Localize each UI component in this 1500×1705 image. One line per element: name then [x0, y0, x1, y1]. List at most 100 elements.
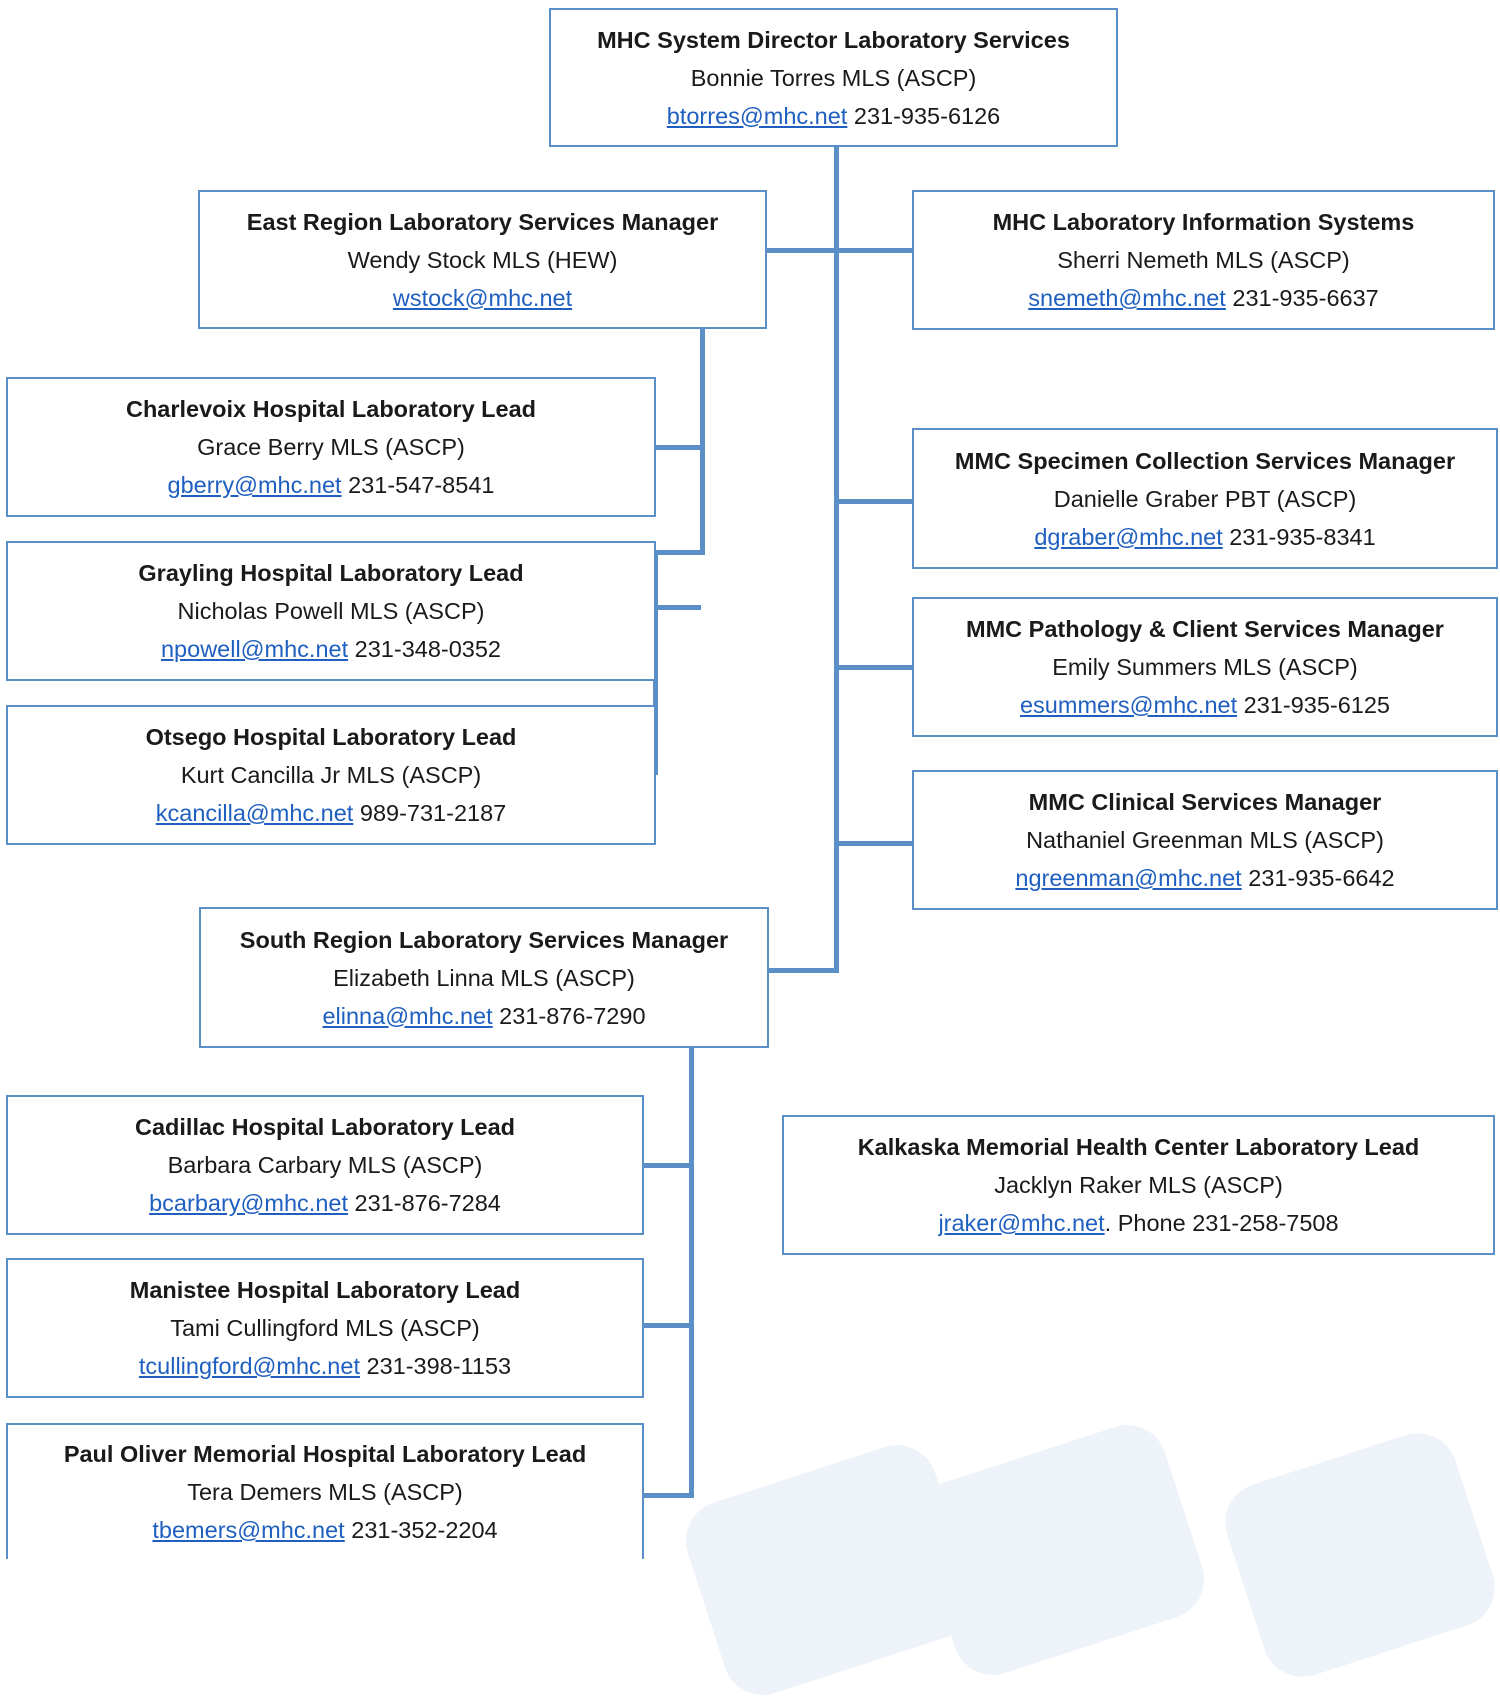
connector-line — [653, 550, 705, 555]
connector-line — [649, 605, 701, 610]
email-link[interactable]: npowell@mhc.net — [160, 636, 349, 662]
email-link[interactable]: btorres@mhc.net — [666, 102, 848, 129]
person-name: Elizabeth Linna MLS (ASCP) — [333, 964, 635, 991]
position-title: Manistee Hospital Laboratory Lead — [129, 1277, 521, 1303]
email-link[interactable]: kcancilla@mhc.net — [155, 800, 354, 826]
position-title: Kalkaska Memorial Health Center Laborato… — [857, 1134, 1420, 1160]
person-name: Nathaniel Greenman MLS (ASCP) — [1026, 827, 1384, 853]
contact-line: tcullingford@mhc.net 231-398-1153 — [8, 1347, 642, 1385]
phone-text: 231-876-7290 — [492, 1002, 646, 1029]
contact-line: esummers@mhc.net 231-935-6125 — [914, 686, 1496, 724]
contact-line: dgraber@mhc.net 231-935-8341 — [914, 518, 1496, 556]
connector-line — [834, 146, 839, 973]
contact-line: jraker@mhc.net. Phone 231-258-7508 — [784, 1204, 1493, 1242]
phone-text: 231-398-1153 — [359, 1353, 512, 1379]
box-pathology: MMC Pathology & Client Services Manager … — [912, 597, 1498, 737]
phone-text: 231-547-8541 — [341, 472, 495, 498]
person-name: Wendy Stock MLS (HEW) — [347, 246, 618, 273]
person-name: Grace Berry MLS (ASCP) — [197, 434, 465, 460]
position-title: East Region Laboratory Services Manager — [246, 208, 719, 235]
connector-line — [643, 1323, 693, 1328]
org-chart: MHC System Director Laboratory Services … — [6, 8, 1500, 1705]
email-link[interactable]: wstock@mhc.net — [392, 284, 573, 311]
position-title: Grayling Hospital Laboratory Lead — [138, 560, 524, 586]
connector-line — [689, 1046, 694, 1498]
watermark-shape — [1214, 1422, 1500, 1688]
phone-text: 989-731-2187 — [353, 800, 507, 826]
email-link[interactable]: gberry@mhc.net — [167, 472, 342, 498]
connector-line — [766, 968, 839, 973]
connector-line — [643, 1163, 693, 1168]
person-name: Emily Summers MLS (ASCP) — [1052, 654, 1358, 680]
person-name: Tera Demers MLS (ASCP) — [187, 1479, 463, 1505]
connector-line — [836, 499, 914, 504]
contact-line: ngreenman@mhc.net 231-935-6642 — [914, 859, 1496, 897]
person-name: Danielle Graber PBT (ASCP) — [1053, 485, 1357, 512]
position-title: MHC System Director Laboratory Services — [597, 26, 1070, 53]
person-name: Bonnie Torres MLS (ASCP) — [690, 64, 977, 91]
connector-line — [836, 665, 914, 670]
contact-line: elinna@mhc.net 231-876-7290 — [201, 997, 767, 1035]
position-title: MMC Pathology & Client Services Manager — [966, 616, 1444, 642]
email-link[interactable]: bcarbary@mhc.net — [149, 1190, 348, 1216]
connector-line — [643, 1493, 693, 1498]
box-kalkaska: Kalkaska Memorial Health Center Laborato… — [782, 1115, 1495, 1255]
email-link[interactable]: dgraber@mhc.net — [1034, 523, 1223, 550]
phone-text: 231-348-0352 — [348, 636, 502, 662]
connector-line — [649, 445, 704, 450]
box-manistee: Manistee Hospital Laboratory Lead Tami C… — [6, 1258, 644, 1398]
email-link[interactable]: elinna@mhc.net — [322, 1002, 493, 1029]
box-lis: MHC Laboratory Information Systems Sherr… — [912, 190, 1495, 330]
box-cadillac: Cadillac Hospital Laboratory Lead Barbar… — [6, 1095, 644, 1235]
contact-line: tbemers@mhc.net 231-352-2204 — [8, 1511, 642, 1549]
email-link[interactable]: snemeth@mhc.net — [1028, 285, 1226, 311]
contact-line: kcancilla@mhc.net 989-731-2187 — [8, 794, 654, 832]
connector-line — [836, 841, 914, 846]
phone-text: 231-876-7284 — [348, 1190, 501, 1216]
position-title: MMC Specimen Collection Services Manager — [954, 447, 1456, 474]
phone-text: 231-935-6642 — [1241, 865, 1395, 891]
position-title: South Region Laboratory Services Manager — [239, 926, 729, 953]
person-name: Jacklyn Raker MLS (ASCP) — [994, 1172, 1283, 1198]
phone-text: 231-935-6126 — [847, 102, 1001, 129]
position-title: Otsego Hospital Laboratory Lead — [145, 724, 517, 750]
box-clinical: MMC Clinical Services Manager Nathaniel … — [912, 770, 1498, 910]
email-link[interactable]: tcullingford@mhc.net — [138, 1353, 360, 1379]
person-name: Barbara Carbary MLS (ASCP) — [167, 1152, 483, 1178]
box-paul-oliver: Paul Oliver Memorial Hospital Laboratory… — [6, 1423, 644, 1559]
box-otsego: Otsego Hospital Laboratory Lead Kurt Can… — [6, 705, 656, 845]
phone-text: . Phone 231-258-7508 — [1104, 1210, 1339, 1236]
box-south-manager: South Region Laboratory Services Manager… — [199, 907, 769, 1048]
box-grayling: Grayling Hospital Laboratory Lead Nichol… — [6, 541, 656, 681]
phone-text: 231-935-6637 — [1225, 285, 1379, 311]
box-specimen: MMC Specimen Collection Services Manager… — [912, 428, 1498, 569]
position-title: MMC Clinical Services Manager — [1028, 789, 1382, 815]
position-title: Charlevoix Hospital Laboratory Lead — [125, 396, 537, 422]
phone-text: 231-352-2204 — [344, 1517, 498, 1543]
contact-line: btorres@mhc.net 231-935-6126 — [551, 97, 1116, 135]
contact-line: bcarbary@mhc.net 231-876-7284 — [8, 1184, 642, 1222]
person-name: Kurt Cancilla Jr MLS (ASCP) — [180, 762, 482, 788]
person-name: Tami Cullingford MLS (ASCP) — [170, 1315, 480, 1341]
phone-text: 231-935-8341 — [1222, 523, 1376, 550]
position-title: MHC Laboratory Information Systems — [992, 209, 1415, 235]
contact-line: gberry@mhc.net 231-547-8541 — [8, 466, 654, 504]
connector-line — [766, 248, 914, 253]
connector-line — [700, 328, 705, 555]
watermark-shape — [905, 1414, 1215, 1686]
email-link[interactable]: tbemers@mhc.net — [152, 1517, 345, 1543]
position-title: Cadillac Hospital Laboratory Lead — [134, 1114, 515, 1140]
contact-line: npowell@mhc.net 231-348-0352 — [8, 630, 654, 668]
email-link[interactable]: ngreenman@mhc.net — [1015, 865, 1242, 891]
contact-line: snemeth@mhc.net 231-935-6637 — [914, 279, 1493, 317]
contact-line: wstock@mhc.net — [200, 279, 765, 317]
email-link[interactable]: esummers@mhc.net — [1019, 692, 1238, 718]
email-link[interactable]: jraker@mhc.net — [938, 1210, 1105, 1236]
box-director: MHC System Director Laboratory Services … — [549, 8, 1118, 147]
person-name: Sherri Nemeth MLS (ASCP) — [1057, 247, 1350, 273]
box-east-manager: East Region Laboratory Services Manager … — [198, 190, 767, 329]
box-charlevoix: Charlevoix Hospital Laboratory Lead Grac… — [6, 377, 656, 517]
person-name: Nicholas Powell MLS (ASCP) — [177, 598, 485, 624]
phone-text: 231-935-6125 — [1237, 692, 1391, 718]
position-title: Paul Oliver Memorial Hospital Laboratory… — [63, 1441, 587, 1467]
